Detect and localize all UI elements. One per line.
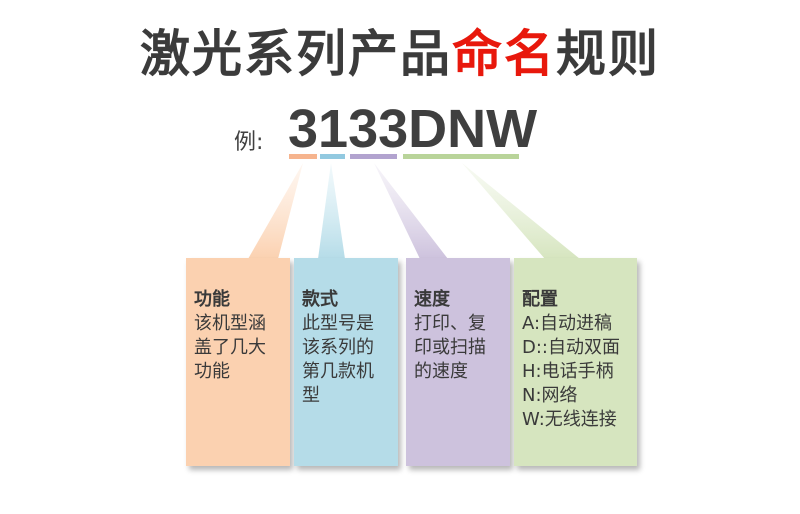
connector-config [462,163,580,259]
page-title: 激光系列产品命名规则 [0,22,800,86]
underline-series [320,154,345,159]
title-part-1: 激光系列产品 [140,25,452,83]
box-function-text: 该机型涵 盖了几大 功能 [194,313,266,382]
box-series-text: 此型号是 该系列的 第几款机 型 [302,313,374,406]
box-speed: 速度 打印、复 印或扫描 的速度 [406,258,510,466]
config-line-d: D::自动双面 [522,337,620,358]
box-speed-title: 速度 [414,289,450,310]
box-config: 配置 A:自动进稿 D::自动双面 H:电话手柄 N:网络 W:无线连接 [514,258,637,466]
connector-series [318,163,345,259]
box-series: 款式 此型号是 该系列的 第几款机 型 [294,258,398,466]
box-speed-text: 打印、复 印或扫描 的速度 [414,313,486,382]
connector-function [248,163,303,259]
title-part-3: 规则 [556,25,660,83]
config-line-a: A:自动进稿 [522,313,613,334]
config-line-w: W:无线连接 [522,409,617,430]
model-code: 3133DNW [288,99,538,159]
config-line-n: N:网络 [522,385,578,406]
box-config-title: 配置 [522,289,558,310]
underline-function [289,154,317,159]
underline-speed [350,154,397,159]
box-function: 功能 该机型涵 盖了几大 功能 [186,258,290,466]
box-series-title: 款式 [302,289,338,310]
box-function-title: 功能 [194,289,230,310]
title-highlight: 命名 [452,25,556,83]
example-label: 例: [234,130,264,155]
connector-speed [374,163,448,259]
config-line-h: H:电话手柄 [522,361,614,382]
underline-config [403,154,519,159]
